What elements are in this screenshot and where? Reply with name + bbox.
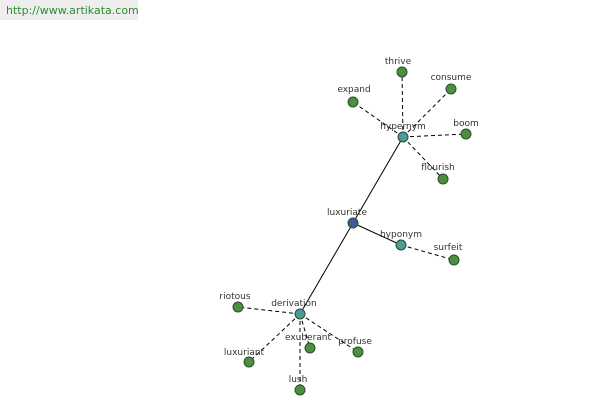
node-derivation[interactable] <box>294 308 306 320</box>
edge-hypernym-expand <box>352 101 404 138</box>
watermark-text: http://www.artikata.com <box>6 4 139 17</box>
node-consume[interactable] <box>445 83 457 95</box>
label-surfeit: surfeit <box>434 243 463 253</box>
node-boom[interactable] <box>460 128 472 140</box>
edge-hypernym <box>352 136 404 224</box>
node-thrive[interactable] <box>396 66 408 78</box>
edge-hypernym-thrive <box>401 71 404 138</box>
label-exuberant: exuberant <box>285 333 332 343</box>
label-derivation: derivation <box>271 299 317 309</box>
watermark-url[interactable]: http://www.artikata.com <box>0 0 139 20</box>
label-hypernym: hypernym <box>380 122 426 132</box>
label-flourish: flourish <box>421 163 454 173</box>
node-flourish[interactable] <box>437 173 449 185</box>
edge-derivation <box>299 222 354 315</box>
node-hypernym[interactable] <box>397 131 409 143</box>
node-surfeit[interactable] <box>448 254 460 266</box>
labels-layer: luxuriate hypernym thrive expand consume boom… <box>219 57 478 385</box>
edge-hypernym-flourish <box>402 136 444 180</box>
label-boom: boom <box>453 119 479 129</box>
edge-derivation-exuberant <box>299 313 311 349</box>
node-expand[interactable] <box>347 96 359 108</box>
label-consume: consume <box>431 73 472 83</box>
edge-hypernym-consume <box>402 88 452 138</box>
node-profuse[interactable] <box>352 346 364 358</box>
label-thrive: thrive <box>385 57 412 67</box>
label-expand: expand <box>337 85 370 95</box>
label-root: luxuriate <box>327 208 367 218</box>
node-lush[interactable] <box>294 384 306 396</box>
edge-hypernym-boom <box>402 133 467 138</box>
node-luxuriant[interactable] <box>243 356 255 368</box>
edge-derivation-luxuriant <box>248 313 301 363</box>
label-profuse: profuse <box>338 337 372 347</box>
label-riotous: riotous <box>219 292 250 302</box>
nodes-layer <box>232 66 472 396</box>
label-lush: lush <box>289 375 308 385</box>
edge-derivation-profuse <box>299 313 359 353</box>
label-hyponym: hyponym <box>380 230 422 240</box>
node-exuberant[interactable] <box>304 342 316 354</box>
node-hyponym[interactable] <box>395 239 407 251</box>
edge-hyponym <box>352 222 402 246</box>
edge-hyponym-surfeit <box>400 244 455 261</box>
node-riotous[interactable] <box>232 301 244 313</box>
label-luxuriant: luxuriant <box>224 348 265 358</box>
node-root[interactable] <box>347 217 359 229</box>
edges-layer <box>237 71 467 390</box>
edge-derivation-riotous <box>237 306 301 315</box>
